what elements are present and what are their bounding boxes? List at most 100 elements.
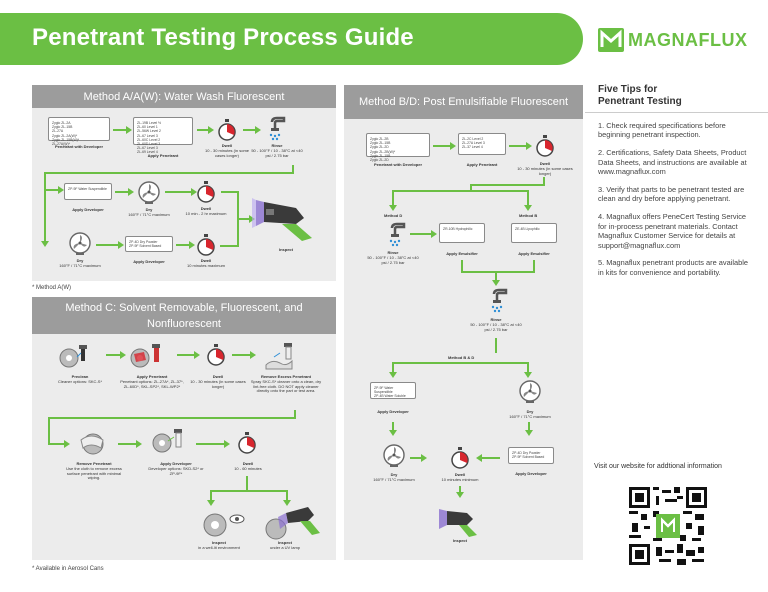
arrow — [410, 233, 431, 235]
logo-text: MAGNAFLUX — [628, 30, 748, 50]
arrow-head — [64, 440, 70, 448]
method-bd-title-text: Method B/D: Post Emulsifiable Fluorescen… — [358, 96, 569, 108]
tip-item: 1. Check required specifications before … — [598, 121, 726, 140]
bd-box1-item: Zyglo ZL-15B — [370, 153, 391, 158]
remove-penetrant-cloth-icon — [73, 428, 113, 461]
flow-line — [220, 245, 239, 247]
flow-line — [292, 165, 294, 174]
bd-box1-col1: Zyglo ZL-2B Zyglo ZL-15B Zyglo ZL-2D — [370, 137, 390, 150]
bd-developer-box2: ZP-4D Dry Powder ZP-9F Solvent Based — [508, 447, 554, 464]
flow-line — [527, 362, 529, 373]
bd-step-inspect: Inspect — [452, 538, 467, 543]
flow-line — [470, 184, 545, 186]
stopwatch-icon — [237, 432, 257, 459]
aw-box2-item: ZL-56W Level 2 — [137, 129, 161, 134]
arrow-head — [255, 126, 261, 134]
header-banner: Penetrant Testing Process Guide — [0, 13, 583, 65]
aw-step-inspect: Inspect — [278, 247, 293, 252]
arrow-head — [126, 126, 132, 134]
arrow — [243, 129, 255, 131]
aw-box2-item: ZL-67 Level 3 — [137, 146, 158, 151]
bd-developer-box: ZP-9F Water Suspendible ZP-4B Water Solu… — [370, 382, 416, 399]
arrow — [115, 191, 128, 193]
flow-line — [459, 486, 461, 493]
stopwatch-icon — [450, 447, 470, 474]
arrow — [165, 191, 191, 193]
bd-hydrophilic-text: ZR-10B Hydrophilic — [443, 227, 473, 231]
aw-box2-item: ZL-60C Level 2 — [137, 137, 161, 142]
aw-step-penetrant-label: Penetrant with Developer — [54, 144, 103, 149]
aw-step-apply-developer: Apply Developer — [72, 207, 104, 212]
arrow-head — [283, 500, 291, 506]
bd-box1-item: Zyglo ZL-2B — [370, 137, 389, 141]
aw-box4-item: ZP-4D Dry Powder — [129, 240, 158, 244]
bd-box1-col2: Zyglo ZL-2B(W)* Zyglo ZL-15B Zyglo ZL-2D — [370, 150, 395, 163]
tips-list: 1. Check required specifications before … — [598, 121, 748, 286]
visit-website-text: Visit our website for addtional informat… — [594, 463, 722, 470]
method-aw-title-text: Method A/A(W): Water Wash Fluorescent — [83, 90, 285, 103]
arrow — [482, 457, 500, 459]
bd-label-method-b: Method B — [519, 213, 538, 218]
arrow — [96, 244, 118, 246]
tips-divider — [585, 112, 768, 113]
arrow — [410, 457, 421, 459]
flow-line — [48, 417, 296, 419]
arrow — [106, 354, 120, 356]
flow-line — [392, 362, 394, 373]
arrow-head — [389, 430, 397, 436]
aw-step-apply-developer2: Apply Developer — [133, 259, 165, 264]
aw-box2-col2: ZL-60C Level 2 ZL-60D Level 3 ZL-67 Leve… — [137, 138, 160, 155]
arrow — [196, 443, 224, 445]
bd-step-apply-emulsifier1: Apply Emulsifier — [446, 251, 478, 256]
stopwatch-icon — [217, 119, 237, 146]
qr-code-icon[interactable] — [629, 487, 707, 565]
bd-penetrant-box: Zyglo ZL-2B Zyglo ZL-15B Zyglo ZL-2D Zyg… — [366, 133, 430, 162]
stopwatch-icon — [196, 181, 216, 208]
arrow-head — [120, 351, 126, 359]
arrow-head — [41, 241, 49, 247]
tip-item: 2. Certifications, Safety Data Sheets, P… — [598, 148, 747, 177]
uv-lamp-icon — [437, 505, 483, 542]
flow-line — [210, 490, 212, 500]
aw-footnote: * Method A(W) — [32, 285, 72, 291]
arrow-head — [250, 351, 256, 359]
bd-box3-item: ZP-4B Water Soluble — [374, 394, 406, 399]
bd-box4-item: ZP-9F Solvent Based — [512, 455, 545, 460]
bd-box4-item: ZP-4D Dry Powder — [512, 451, 541, 455]
arrow — [197, 129, 208, 131]
bd-step-apply-developer2: Apply Developer — [515, 471, 547, 476]
dryer-fan-icon — [68, 232, 92, 261]
flow-line — [286, 490, 288, 500]
aw-box1-item: ZL-27A — [52, 129, 64, 134]
aw-box2-item: ZL-19B Level ½ — [137, 121, 161, 125]
panel-method-aw-title: Method A/A(W): Water Wash Fluorescent — [32, 85, 336, 108]
flow-line — [221, 191, 239, 193]
bd-box3-item: ZP-9F Water Suspendible — [374, 386, 394, 395]
magnaflux-logo[interactable]: MAGNAFLUX — [598, 28, 747, 52]
flow-line — [246, 476, 248, 492]
aw-developer-box: ZP-9F Water Suspendible — [64, 183, 112, 200]
remove-excess-cloth-icon — [262, 341, 304, 376]
bd-box1-item: Zyglo ZL-15B — [370, 141, 391, 146]
arrow-head — [189, 241, 195, 249]
flow-line — [210, 490, 288, 492]
bd-step-apply-developer: Apply Developer — [377, 409, 409, 414]
aw-box2-item: ZL-67 Level 3 — [137, 133, 158, 138]
flow-line — [461, 260, 463, 273]
rinse-nozzle-icon — [382, 222, 408, 253]
flow-line — [44, 241, 46, 244]
arrow — [509, 145, 526, 147]
flow-line — [392, 362, 529, 364]
arrow-head — [128, 188, 134, 196]
